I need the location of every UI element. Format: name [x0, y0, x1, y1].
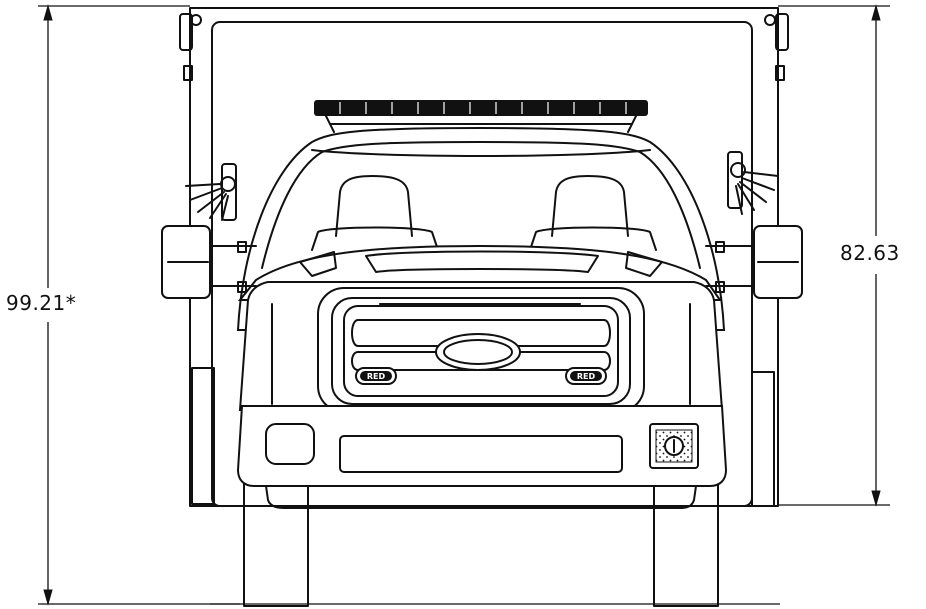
right-red-light: RED [565, 367, 607, 385]
left-red-light-label: RED [367, 372, 386, 381]
body-height-label: 82.63 [838, 241, 902, 265]
driver-seat [311, 175, 439, 251]
overall-height-label: 99.21* [4, 291, 79, 315]
passenger-seat [529, 175, 657, 251]
left-step-strip [191, 367, 215, 505]
front-fascia: RED RED [238, 281, 724, 413]
fog-light-left [265, 423, 315, 465]
dimension-overall-height [38, 4, 240, 606]
front-bumper [236, 405, 728, 509]
side-mirrors [161, 225, 803, 299]
right-red-light-label: RED [577, 372, 596, 381]
left-scene-light [185, 163, 237, 221]
siren-speaker [649, 423, 699, 469]
light-bar [314, 100, 648, 133]
bumper-slot [339, 435, 623, 473]
dimension-body-height [778, 4, 890, 507]
right-scene-light [727, 151, 779, 215]
right-step-strip [751, 371, 775, 507]
left-red-light: RED [355, 367, 397, 385]
